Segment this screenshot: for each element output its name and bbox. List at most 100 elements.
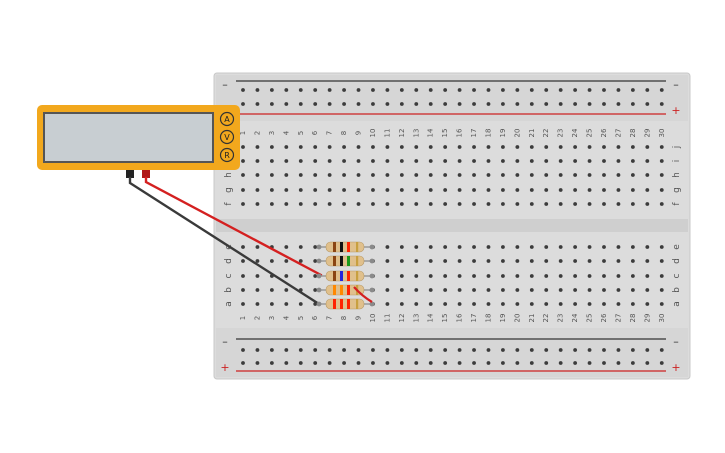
terminal-hole[interactable]: [399, 159, 404, 163]
rail-hole[interactable]: [515, 102, 520, 106]
terminal-hole[interactable]: [486, 159, 491, 163]
terminal-hole[interactable]: [255, 302, 260, 306]
terminal-hole[interactable]: [659, 274, 664, 278]
rail-hole[interactable]: [630, 348, 635, 352]
rail-hole[interactable]: [616, 102, 621, 106]
probe-jack-red[interactable]: [142, 170, 150, 178]
terminal-hole[interactable]: [587, 173, 592, 177]
rail-hole[interactable]: [241, 102, 245, 106]
rail-hole[interactable]: [630, 361, 635, 365]
terminal-hole[interactable]: [529, 202, 534, 206]
terminal-hole[interactable]: [602, 288, 606, 292]
terminal-hole[interactable]: [284, 202, 289, 206]
terminal-hole[interactable]: [616, 202, 621, 206]
rail-hole[interactable]: [269, 102, 274, 106]
rail-hole[interactable]: [659, 102, 664, 106]
terminal-hole[interactable]: [645, 302, 650, 306]
terminal-hole[interactable]: [269, 159, 274, 163]
terminal-hole[interactable]: [501, 259, 505, 263]
rail-hole[interactable]: [573, 88, 578, 92]
terminal-hole[interactable]: [630, 288, 635, 292]
terminal-hole[interactable]: [356, 188, 361, 192]
rail-hole[interactable]: [558, 361, 563, 365]
terminal-hole[interactable]: [645, 145, 650, 149]
terminal-hole[interactable]: [630, 259, 635, 263]
terminal-hole[interactable]: [558, 188, 563, 192]
terminal-hole[interactable]: [587, 188, 592, 192]
terminal-hole[interactable]: [573, 288, 578, 292]
resistor-e[interactable]: [316, 241, 375, 253]
rail-hole[interactable]: [573, 361, 578, 365]
terminal-hole[interactable]: [414, 188, 419, 192]
terminal-hole[interactable]: [371, 145, 375, 149]
terminal-hole[interactable]: [284, 245, 289, 249]
rail-hole[interactable]: [457, 88, 462, 92]
terminal-hole[interactable]: [385, 245, 390, 249]
terminal-hole[interactable]: [515, 288, 520, 292]
rail-hole[interactable]: [284, 348, 289, 352]
terminal-hole[interactable]: [515, 145, 520, 149]
terminal-hole[interactable]: [486, 259, 491, 263]
terminal-hole[interactable]: [298, 173, 303, 177]
terminal-hole[interactable]: [616, 245, 621, 249]
terminal-hole[interactable]: [399, 259, 404, 263]
terminal-hole[interactable]: [313, 288, 318, 292]
terminal-hole[interactable]: [645, 202, 650, 206]
terminal-hole[interactable]: [284, 188, 289, 192]
terminal-hole[interactable]: [457, 145, 462, 149]
rail-hole[interactable]: [544, 88, 549, 92]
rail-hole[interactable]: [587, 88, 592, 92]
terminal-hole[interactable]: [515, 274, 520, 278]
rail-hole[interactable]: [327, 102, 332, 106]
terminal-hole[interactable]: [616, 173, 621, 177]
terminal-hole[interactable]: [313, 173, 318, 177]
terminal-hole[interactable]: [414, 259, 419, 263]
terminal-hole[interactable]: [457, 159, 462, 163]
rail-hole[interactable]: [587, 361, 592, 365]
rail-hole[interactable]: [515, 361, 520, 365]
terminal-hole[interactable]: [342, 188, 346, 192]
rail-hole[interactable]: [298, 102, 303, 106]
terminal-hole[interactable]: [313, 159, 318, 163]
terminal-hole[interactable]: [573, 173, 578, 177]
rail-hole[interactable]: [472, 348, 476, 352]
terminal-hole[interactable]: [313, 274, 318, 278]
terminal-hole[interactable]: [630, 145, 635, 149]
terminal-hole[interactable]: [659, 188, 664, 192]
rail-hole[interactable]: [616, 88, 621, 92]
rail-hole[interactable]: [457, 102, 462, 106]
terminal-hole[interactable]: [630, 245, 635, 249]
terminal-hole[interactable]: [443, 202, 448, 206]
rail-hole[interactable]: [414, 348, 419, 352]
terminal-hole[interactable]: [428, 145, 433, 149]
rail-hole[interactable]: [399, 88, 404, 92]
terminal-hole[interactable]: [428, 288, 433, 292]
terminal-hole[interactable]: [284, 302, 289, 306]
terminal-hole[interactable]: [385, 188, 390, 192]
terminal-hole[interactable]: [501, 274, 505, 278]
rail-hole[interactable]: [602, 88, 606, 92]
terminal-hole[interactable]: [443, 173, 448, 177]
terminal-hole[interactable]: [515, 302, 520, 306]
terminal-hole[interactable]: [486, 145, 491, 149]
terminal-hole[interactable]: [472, 159, 476, 163]
rail-hole[interactable]: [486, 361, 491, 365]
rail-hole[interactable]: [298, 88, 303, 92]
terminal-hole[interactable]: [573, 302, 578, 306]
terminal-hole[interactable]: [501, 159, 505, 163]
terminal-hole[interactable]: [630, 159, 635, 163]
terminal-hole[interactable]: [573, 145, 578, 149]
rail-hole[interactable]: [501, 348, 505, 352]
rail-hole[interactable]: [645, 88, 650, 92]
terminal-hole[interactable]: [284, 145, 289, 149]
terminal-hole[interactable]: [327, 145, 332, 149]
terminal-hole[interactable]: [573, 159, 578, 163]
rail-hole[interactable]: [501, 361, 505, 365]
rail-hole[interactable]: [573, 348, 578, 352]
terminal-hole[interactable]: [385, 274, 390, 278]
rail-hole[interactable]: [313, 348, 318, 352]
rail-hole[interactable]: [558, 348, 563, 352]
terminal-hole[interactable]: [241, 145, 245, 149]
rail-hole[interactable]: [501, 88, 505, 92]
terminal-hole[interactable]: [501, 202, 505, 206]
